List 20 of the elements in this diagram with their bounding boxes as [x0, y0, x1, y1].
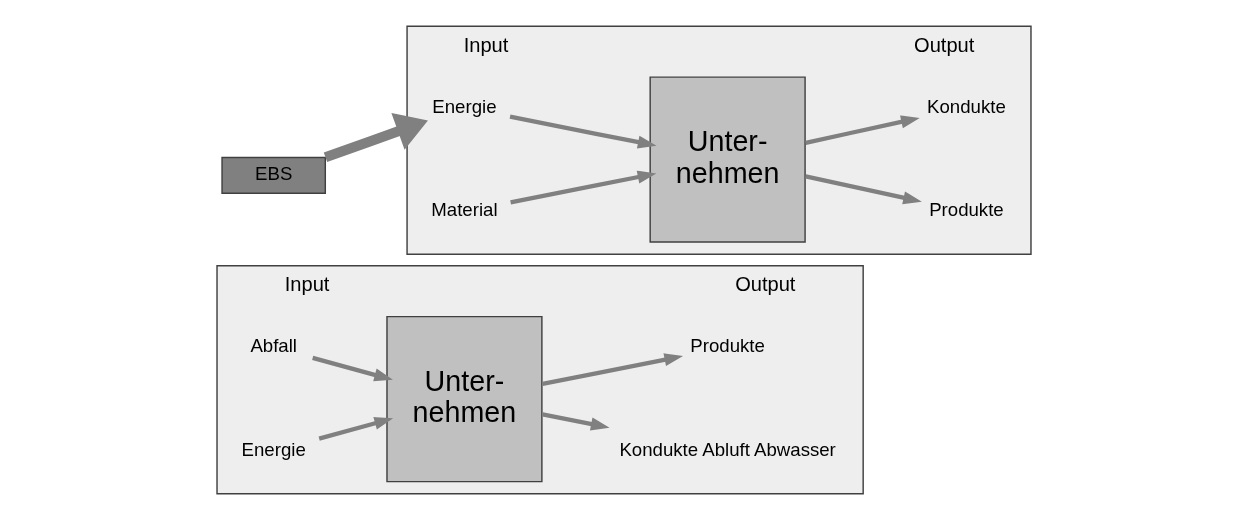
arrow: [804, 173, 922, 204]
arrow: [318, 416, 393, 441]
node-text: Abfall: [249, 334, 297, 356]
node-box: Unter- nehmen: [385, 315, 543, 482]
node-text: Material: [430, 198, 498, 220]
node-text: Produkte: [928, 198, 1004, 220]
node-text: Kondukte: [926, 95, 1006, 117]
arrow: [509, 170, 656, 204]
node-box: EBS: [220, 156, 326, 194]
node-text: Kondukte Abluft Abwasser: [618, 438, 836, 460]
arrow: [804, 114, 920, 145]
arrow: [311, 355, 393, 381]
node-text: Energie: [431, 95, 497, 117]
node-box: Unter- nehmen: [648, 75, 806, 243]
arrow: [323, 112, 428, 162]
node-text: Energie: [241, 438, 306, 460]
arrow: [541, 352, 683, 386]
arrow: [509, 114, 657, 149]
arrow: [541, 411, 610, 430]
node-text: Produkte: [689, 334, 765, 356]
